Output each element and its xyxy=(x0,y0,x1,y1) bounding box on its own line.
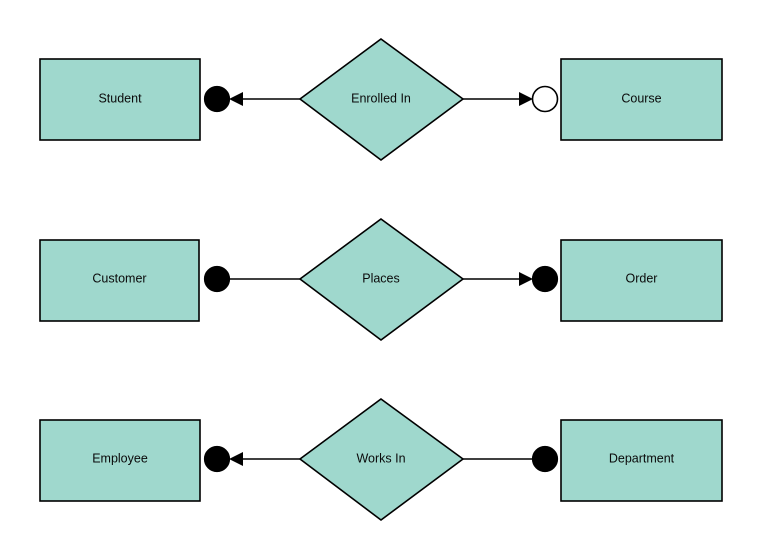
cardinality-dot-course[interactable] xyxy=(531,85,559,113)
entity-label-course: Course xyxy=(621,91,661,105)
cardinality-dot-department[interactable] xyxy=(531,445,559,473)
cardinality-dot-customer[interactable] xyxy=(203,265,231,293)
relationship-label-places: Places xyxy=(362,271,400,285)
arrowhead-right-order xyxy=(519,272,533,286)
relationship-diamond-enrolled-in[interactable] xyxy=(298,38,465,161)
arrowhead-left-employee xyxy=(229,452,243,466)
entity-label-customer: Customer xyxy=(92,271,146,285)
relationship-label-enrolled-in: Enrolled In xyxy=(351,91,411,105)
entity-box-order[interactable] xyxy=(560,239,723,322)
entity-box-employee[interactable] xyxy=(39,419,201,502)
entity-box-department[interactable] xyxy=(560,419,723,502)
entity-label-employee: Employee xyxy=(92,451,148,465)
arrowhead-right-course xyxy=(519,92,533,106)
entity-label-student: Student xyxy=(98,91,142,105)
entity-box-customer[interactable] xyxy=(39,239,200,322)
cardinality-dot-student[interactable] xyxy=(203,85,231,113)
entity-label-department: Department xyxy=(609,451,675,465)
relationship-group-row-2: Customer Places Order xyxy=(39,218,723,341)
entity-label-order: Order xyxy=(626,271,658,285)
cardinality-dot-employee[interactable] xyxy=(203,445,231,473)
entity-box-course[interactable] xyxy=(560,58,723,141)
cardinality-dot-order[interactable] xyxy=(531,265,559,293)
arrowhead-left-student xyxy=(229,92,243,106)
relationship-diamond-works-in[interactable] xyxy=(298,398,465,521)
relationship-group-row-1: Student Enrolled In Course xyxy=(39,38,723,161)
relationship-diamond-places[interactable] xyxy=(298,218,465,341)
entity-box-student[interactable] xyxy=(39,58,201,141)
relationship-label-works-in: Works In xyxy=(356,451,405,465)
relationship-group-row-3: Employee Works In Department xyxy=(39,398,723,521)
